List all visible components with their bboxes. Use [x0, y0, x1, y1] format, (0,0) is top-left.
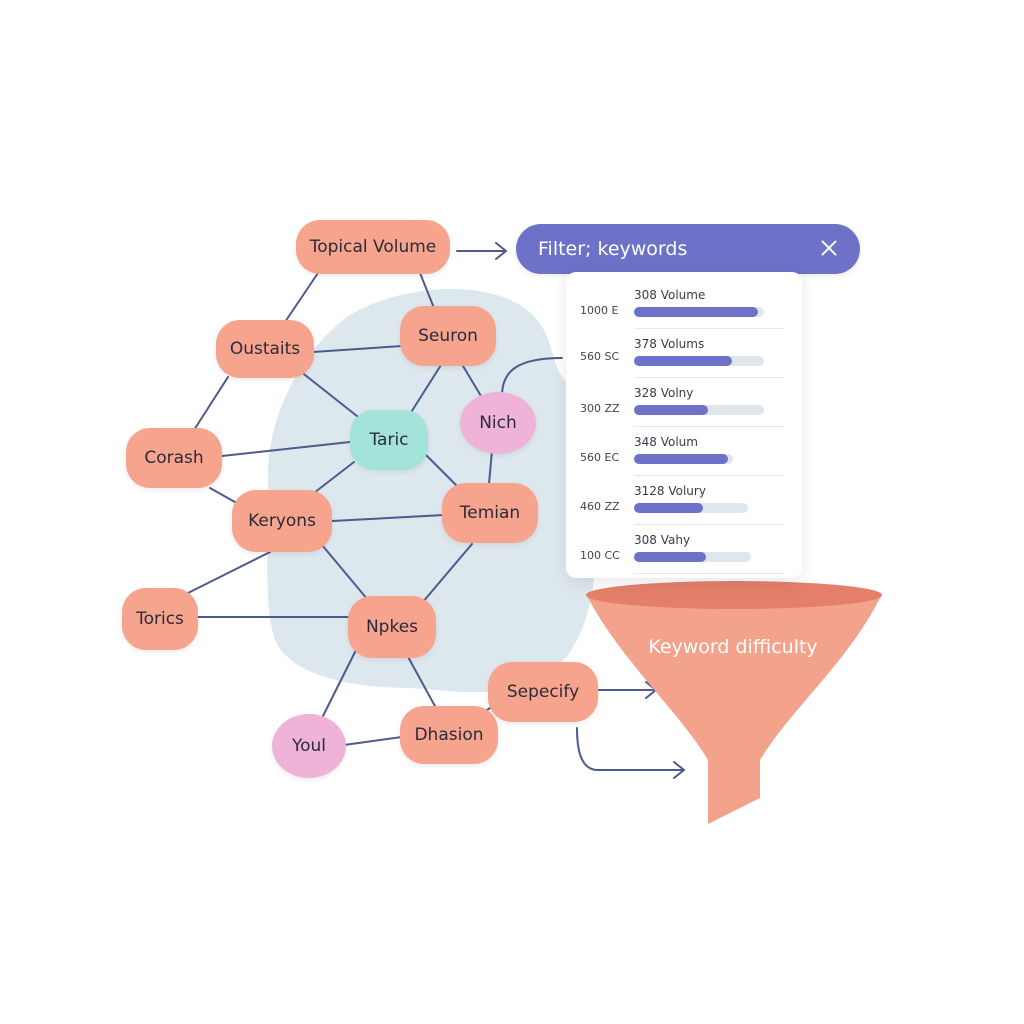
keyword-row[interactable]: 560 EC 348 Volum	[566, 427, 802, 476]
node-topical-volume[interactable]: Topical Volume	[296, 220, 450, 274]
node-taric[interactable]: Taric	[350, 410, 428, 470]
row-divider	[634, 426, 784, 427]
node-youl[interactable]: Youl	[272, 714, 346, 778]
filter-keywords-bar[interactable]: Filter; keywords	[516, 224, 860, 274]
volume-bar-fill	[634, 356, 732, 366]
row-divider	[634, 524, 784, 525]
node-torics[interactable]: Torics	[122, 588, 198, 650]
row-divider	[634, 377, 784, 378]
node-specify[interactable]: Sepecify	[488, 662, 598, 722]
cluster-blob	[267, 288, 596, 693]
row-volume-label: 328 Volny	[634, 386, 694, 400]
volume-bar-fill	[634, 405, 708, 415]
row-volume-label: 308 Volume	[634, 288, 706, 302]
row-left-value: 1000 E	[580, 304, 619, 317]
row-volume-label: 348 Volum	[634, 435, 698, 449]
node-npkes[interactable]: Npkes	[348, 596, 436, 658]
node-oustaits[interactable]: Oustaits	[216, 320, 314, 378]
node-seuron[interactable]: Seuron	[400, 306, 496, 366]
volume-bar-track	[634, 307, 764, 317]
node-temian[interactable]: Temian	[442, 483, 538, 543]
row-left-value: 300 ZZ	[580, 402, 620, 415]
volume-bar-fill	[634, 552, 706, 562]
difficulty-funnel	[586, 581, 882, 824]
row-divider	[634, 475, 784, 476]
volume-bar-track	[634, 454, 733, 464]
volume-bar-fill	[634, 503, 703, 513]
row-divider	[634, 573, 784, 574]
row-left-value: 100 CC	[580, 549, 620, 562]
node-dhasion[interactable]: Dhasion	[400, 706, 498, 764]
volume-bar-track	[634, 503, 748, 513]
close-icon[interactable]	[816, 235, 842, 261]
volume-bar-track	[634, 552, 751, 562]
keyword-row[interactable]: 460 ZZ 3128 Volury	[566, 476, 802, 525]
filter-label: Filter; keywords	[538, 238, 688, 260]
volume-bar-fill	[634, 454, 728, 464]
row-left-value: 560 EC	[580, 451, 620, 464]
funnel-label: Keyword difficulty	[648, 636, 818, 658]
row-left-value: 460 ZZ	[580, 500, 620, 513]
keyword-results-panel: 1000 E 308 Volume 378 Volums 560 SC 300 ZZ 32…	[566, 272, 802, 578]
volume-bar-track	[634, 405, 764, 415]
keyword-row[interactable]: 100 CC 308 Vahy	[566, 525, 802, 574]
node-nich[interactable]: Nich	[460, 392, 536, 454]
keyword-row[interactable]: 378 Volums	[566, 329, 802, 378]
row-volume-label: 3128 Volury	[634, 484, 706, 498]
keyword-row[interactable]: 300 ZZ 328 Volny	[566, 378, 802, 427]
node-corash[interactable]: Corash	[126, 428, 222, 488]
flow-arrows	[456, 242, 685, 779]
node-keryons[interactable]: Keryons	[232, 490, 332, 552]
volume-bar-fill	[634, 307, 758, 317]
volume-bar-track	[634, 356, 764, 366]
graph-edges	[185, 272, 563, 746]
row-volume-label: 378 Volums	[634, 337, 705, 351]
keyword-row[interactable]: 1000 E 308 Volume	[566, 280, 802, 329]
row-volume-label: 308 Vahy	[634, 533, 691, 547]
row-left-value: 560 SC	[580, 350, 620, 363]
row-divider	[634, 328, 784, 329]
